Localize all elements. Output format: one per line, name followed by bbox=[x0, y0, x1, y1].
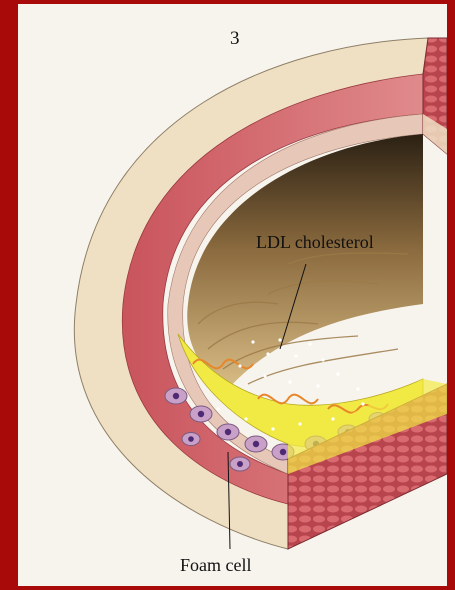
ldl-cholesterol-label: LDL cholesterol bbox=[256, 232, 374, 253]
figure-number: 3 bbox=[230, 28, 240, 50]
foam-cell-label: Foam cell bbox=[180, 555, 251, 576]
artery-cross-section-illustration bbox=[18, 4, 447, 586]
figure-panel: 3 LDL cholesterol Foam cell bbox=[18, 4, 447, 586]
